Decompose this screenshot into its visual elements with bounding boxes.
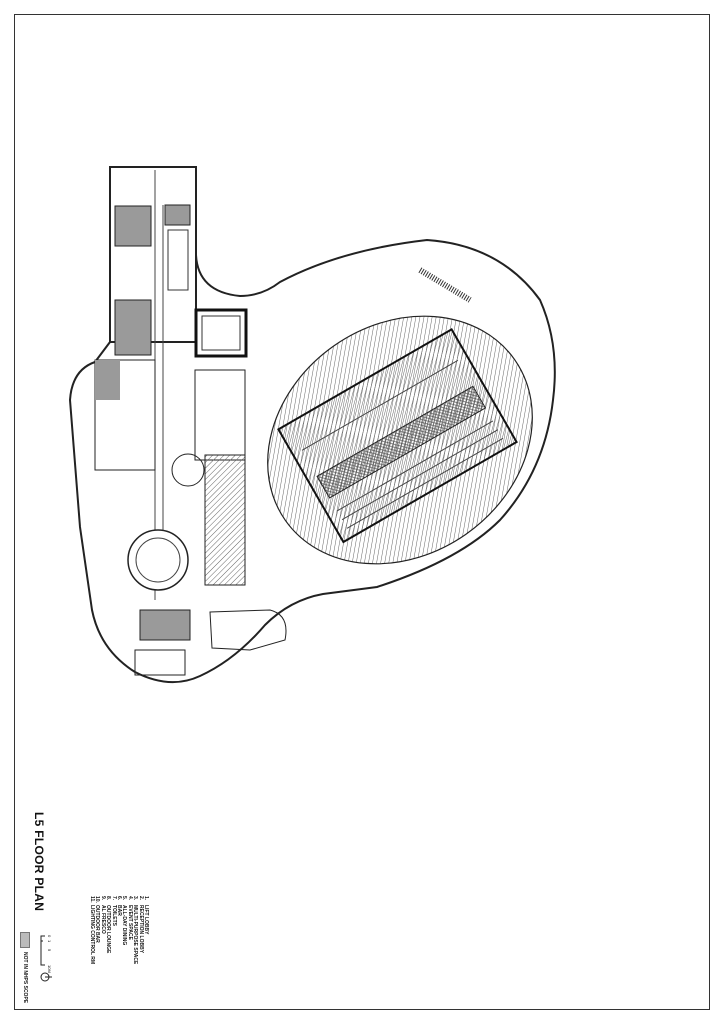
drawing-frame [14, 14, 710, 1010]
scale-label: 1 [47, 940, 52, 943]
scope-note: NOT IN NHPS SCOPE [22, 952, 28, 1004]
event-hall [277, 328, 518, 544]
scale-bar: 0 1 5 10M [34, 935, 55, 985]
event-space-4 [194, 308, 248, 358]
scale-label: 10M [47, 965, 52, 973]
scale-label: 0 [47, 935, 52, 938]
legend-item: 11.LIGHTING CONTROL RM [89, 896, 96, 965]
plan-title: L5 FLOOR PLAN [32, 812, 46, 912]
scope-key: NOT IN NHPS SCOPE [20, 932, 30, 1003]
round-room [127, 529, 189, 591]
legend-list: 1.LIFT LOBBY 2.RECEPTION LOBBY 3.MULTI-P… [89, 896, 149, 965]
not-in-scope-swatch [20, 932, 30, 948]
scale-label: 5 [47, 949, 52, 952]
